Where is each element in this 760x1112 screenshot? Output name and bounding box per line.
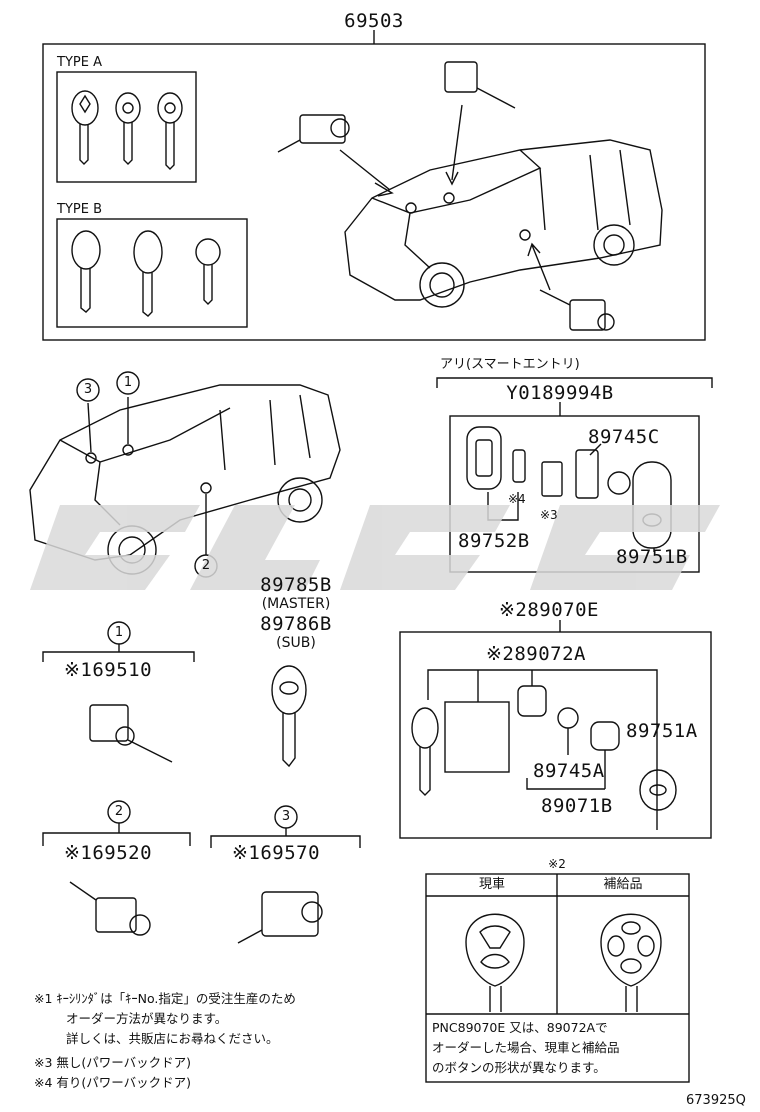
van-callout-3: 3 [83, 382, 93, 397]
cylinder-1-number: 1 [114, 625, 124, 640]
col-current-header: 現車 [478, 877, 506, 892]
type-b-label: TYPE B [57, 202, 102, 217]
cylinder-69570-drawing [237, 891, 323, 944]
table-note-ref: ※2 [548, 857, 566, 871]
footnote-1-line-3: 詳しくは、共販店にお尋ねください。 [66, 1031, 279, 1046]
part-no-69510[interactable]: ※169510 [64, 659, 153, 681]
smart-entry-bracket [436, 377, 713, 388]
footnote-3: ※3 無し(パワーバックドア) [34, 1055, 192, 1070]
note-ref-4: ※4 [508, 492, 526, 506]
col-supply-header: 補給品 [603, 877, 643, 892]
van-top [277, 61, 663, 331]
footnote-4: ※4 有り(パワーバックドア) [34, 1075, 192, 1090]
part-no-69503[interactable]: 69503 [344, 10, 404, 32]
type-b-keys [71, 230, 221, 317]
part-no-89745A[interactable]: 89745A [533, 760, 605, 782]
part-no-89072A[interactable]: ※289072A [486, 643, 586, 665]
van-callout-1: 1 [123, 375, 133, 390]
part-no-69520[interactable]: ※169520 [64, 842, 153, 864]
cylinder-3-number: 3 [281, 809, 291, 824]
cylinder-69510-drawing [89, 704, 173, 763]
note-ref-3: ※3 [540, 508, 558, 522]
sub-label: (SUB) [276, 635, 316, 651]
bracket-69510 [42, 651, 195, 662]
callout-3-top [76, 378, 100, 402]
part-no-89786B[interactable]: 89786B [260, 613, 332, 635]
key-supply-drawing [600, 913, 662, 1012]
part-no-89751A[interactable]: 89751A [626, 720, 698, 742]
bracket-69570 [210, 835, 361, 848]
type-a-label: TYPE A [57, 55, 102, 70]
part-no-89070E[interactable]: ※289070E [499, 599, 599, 621]
part-no-69570[interactable]: ※169570 [232, 842, 321, 864]
callout-1-top [116, 371, 140, 395]
part-no-Y0189994B[interactable]: Y0189994B [506, 382, 614, 404]
cylinder-69520-drawing [69, 881, 151, 936]
transmitter-box [399, 631, 712, 839]
transmitter-parts [411, 670, 677, 811]
part-no-89751B[interactable]: 89751B [616, 546, 688, 568]
part-no-89071B[interactable]: 89071B [541, 795, 613, 817]
van-main [29, 384, 341, 575]
transmitter-bracket [427, 669, 658, 830]
type-b-box [56, 218, 248, 328]
part-no-89752B[interactable]: 89752B [458, 530, 530, 552]
footnote-1-line-2: オーダー方法が異なります。 [66, 1011, 228, 1026]
part-no-89745C[interactable]: 89745C [588, 426, 660, 448]
part-no-89785B[interactable]: 89785B [260, 574, 332, 596]
type-a-keys [71, 90, 183, 170]
table-note-line-1: PNC89070E 又は、89072Aで [432, 1020, 608, 1035]
master-key-drawing [271, 665, 307, 768]
key-current-drawing [465, 913, 525, 1012]
table-note-line-2: オーダーした場合、現車と補給品 [432, 1040, 620, 1055]
van-callout-2: 2 [201, 558, 211, 573]
footnote-1-line-1: ※1 ｷｰｼﾘﾝﾀﾞは「ｷｰNo.指定」の受注生産のため [34, 991, 296, 1006]
type-a-box [56, 71, 197, 183]
table-note-line-3: のボタンの形状が異なります。 [432, 1060, 606, 1075]
illustration-id: 673925Q [686, 1093, 746, 1108]
bracket-69520 [42, 832, 191, 846]
smart-entry-header: アリ(スマートエントリ) [440, 357, 580, 372]
cylinder-2-number: 2 [114, 804, 124, 819]
master-label: (MASTER) [261, 596, 331, 612]
